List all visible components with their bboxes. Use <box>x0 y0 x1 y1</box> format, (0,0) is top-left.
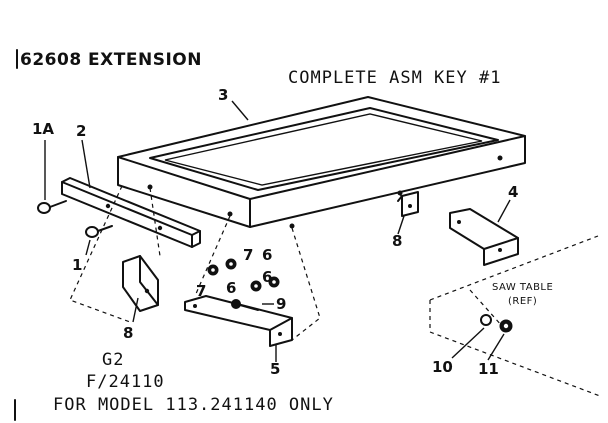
bracket-5 <box>184 295 293 347</box>
leader-11 <box>487 333 505 361</box>
callout-11: 11 <box>478 360 499 378</box>
nuts-washers <box>207 258 280 311</box>
callout-6-top: 6 <box>262 246 273 264</box>
extension-table <box>117 96 526 229</box>
leader-8-left <box>132 297 139 323</box>
bracket-8-left <box>122 255 159 312</box>
callout-6-mid: 6 <box>226 279 237 297</box>
callout-1: 1 <box>72 256 83 274</box>
leader-8-right <box>397 215 405 235</box>
callout-3: 3 <box>218 86 229 104</box>
bracket-8-right <box>397 191 419 217</box>
leader-2 <box>81 139 91 189</box>
assembly-title: 62608 EXTENSION <box>20 50 202 70</box>
alignment-lines <box>69 185 601 397</box>
leader-1 <box>85 239 91 256</box>
saw-table-label: SAW TABLE <box>492 282 554 293</box>
callout-8-left: 8 <box>123 324 134 342</box>
callout-5: 5 <box>270 360 281 378</box>
bracket-4 <box>449 208 519 266</box>
callout-7-left: 7 <box>196 282 207 300</box>
screw-1a <box>37 200 67 214</box>
asm-key-label: COMPLETE ASM KEY #1 <box>288 68 502 88</box>
leader-10 <box>451 327 485 359</box>
screw-1 <box>85 225 113 238</box>
code-f: F/24110 <box>86 372 165 392</box>
callout-2: 2 <box>76 122 87 140</box>
saw-table-ref: (REF) <box>508 296 538 307</box>
callout-9: 9 <box>276 295 287 313</box>
callout-4: 4 <box>508 183 519 201</box>
callout-8-right: 8 <box>392 232 403 250</box>
callout-1a: 1A <box>32 120 55 138</box>
leader-4 <box>497 199 511 223</box>
callout-10: 10 <box>432 358 453 376</box>
code-g2: G2 <box>102 350 125 370</box>
model-note: FOR MODEL 113.241140 ONLY <box>53 395 334 415</box>
callout-7-top: 7 <box>243 246 254 264</box>
leader-3 <box>231 100 249 121</box>
front-rail <box>61 177 201 248</box>
washer-nut-10-11 <box>480 314 513 333</box>
callout-6-right: 6 <box>262 268 273 286</box>
